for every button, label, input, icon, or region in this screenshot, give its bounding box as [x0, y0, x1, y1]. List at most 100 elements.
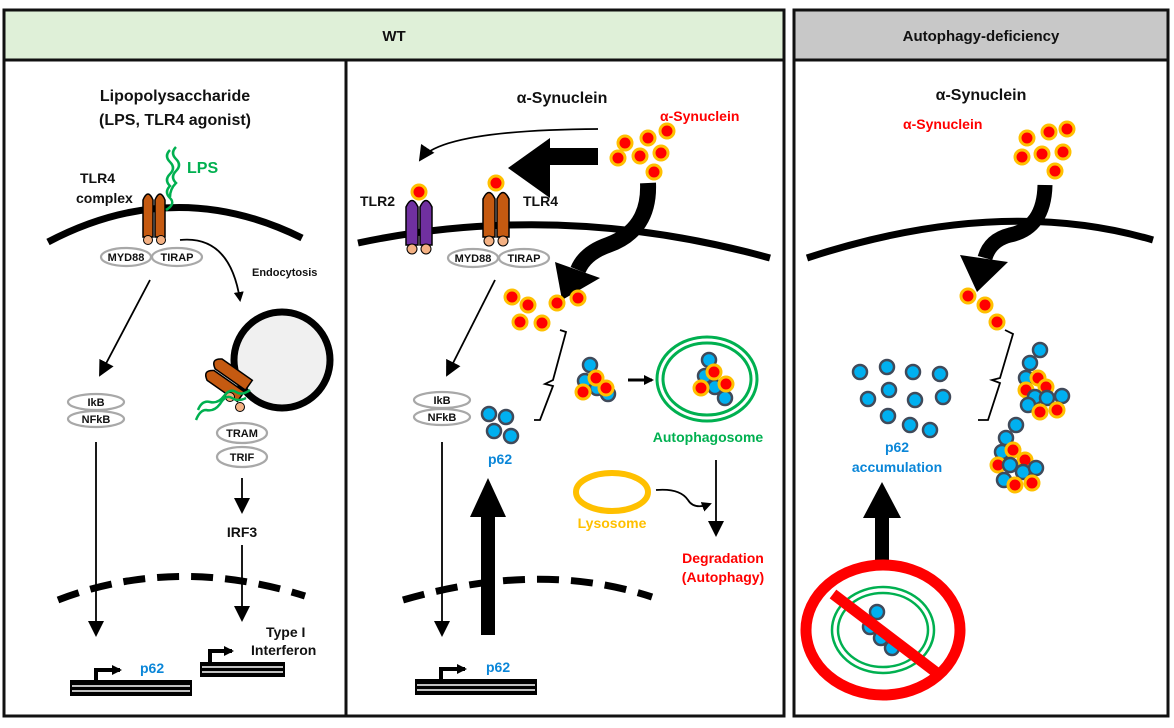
p62-particle: [1053, 387, 1071, 405]
p62-particle: [502, 427, 520, 445]
asyn-to-tlr4-arrow: [508, 138, 598, 198]
lps-molecule: [196, 388, 251, 411]
tlr4-receptor: [142, 193, 166, 245]
binding-bracket: [534, 329, 568, 421]
deficiency-header: Autophagy-deficiency: [792, 8, 1170, 62]
degradation-label-line1: Degradation: [682, 550, 764, 566]
lysosome-label: Lysosome: [578, 515, 647, 531]
p62-gene: [70, 665, 192, 696]
wt-header-label: WT: [382, 28, 405, 45]
synuclein-particle: [1018, 129, 1036, 147]
p62-particle: [868, 603, 886, 621]
tirap-oval: [497, 247, 551, 269]
deficiency-pathway: α-Synuclein α-Synuclein p62 accumulation: [800, 87, 1154, 701]
autophagosome-inner: [836, 591, 930, 669]
ikb-label: IkB: [433, 395, 450, 407]
synuclein-particle: [1040, 123, 1058, 141]
autophagosome: [655, 335, 759, 423]
synuclein-particle: [1031, 403, 1049, 421]
synuclein-cluster: [1013, 120, 1076, 180]
deficiency-header-label: Autophagy-deficiency: [903, 28, 1060, 45]
synuclein-particle: [587, 369, 605, 387]
lysosome-fusion-arrow: [655, 488, 712, 512]
synuclein-particle: [1046, 162, 1064, 180]
synuclein-particle: [487, 174, 505, 192]
myd88-label: MYD88: [108, 252, 145, 264]
asyn-pathway: α-Synuclein α-Synuclein TLR2 TLR4: [357, 90, 771, 695]
wt-header-box: [2, 8, 786, 62]
synuclein-particle: [609, 149, 627, 167]
degradation-label-line2: (Autophagy): [682, 569, 764, 585]
synuclein-particle: [1004, 441, 1022, 459]
interferon-label-line1: Type I: [266, 624, 305, 640]
synuclein-particle: [1054, 143, 1072, 161]
interferon-label-line2: Interferon: [251, 642, 316, 658]
p62-particle: [485, 422, 503, 440]
p62-particle: [1027, 459, 1045, 477]
p62-particle: [931, 365, 949, 383]
asyn-red-label: α-Synuclein: [660, 108, 739, 124]
p62-particle: [921, 421, 939, 439]
tlr4-label: TLR4: [523, 193, 558, 209]
signal-arrow: [99, 279, 151, 377]
irf3-label: IRF3: [227, 524, 258, 540]
p62-particle: [878, 358, 896, 376]
myd88-label: MYD88: [455, 253, 492, 265]
nucleus-membrane: [56, 572, 307, 604]
lps-molecule: [165, 149, 175, 212]
asyn-title: α-Synuclein: [517, 90, 608, 107]
p62-particle: [879, 407, 897, 425]
lysosome: [573, 470, 651, 514]
interferon-gene: [200, 646, 285, 677]
asyn-uptake-arrowhead: [960, 255, 1008, 292]
p62-particle: [904, 363, 922, 381]
tram-oval: [215, 421, 269, 445]
synuclein-particle: [705, 363, 723, 381]
lps-molecule: [194, 395, 247, 421]
p62-particle: [851, 363, 869, 381]
autophagosome-label: Autophagosome: [653, 429, 764, 445]
internalized-synuclein: [503, 288, 587, 332]
synuclein-particle: [631, 147, 649, 165]
endocytosis-label: Endocytosis: [252, 267, 317, 279]
synuclein-particle: [1023, 474, 1041, 492]
nfkb-label: NFkB: [82, 414, 111, 426]
p62-accumulation-line2: accumulation: [852, 459, 942, 475]
signal-arrow: [446, 279, 496, 377]
synuclein-particle: [519, 296, 537, 314]
endosome: [230, 308, 334, 412]
tlr4-label-line2: complex: [76, 190, 133, 206]
synuclein-particle: [1033, 145, 1051, 163]
internalized-tlr4: [205, 358, 254, 403]
p62-particle: [859, 390, 877, 408]
autophagosome: [830, 585, 936, 675]
p62-cluster: [480, 405, 520, 445]
p62-synuclein-complex: [574, 356, 617, 403]
nucleus-membrane: [402, 575, 654, 604]
deficiency-asyn-red-label: α-Synuclein: [903, 116, 982, 132]
internalized-synuclein: [959, 287, 1006, 331]
accumulation-arrow: [875, 515, 889, 560]
lps-pathway: Lipopolysaccharide (LPS, TLR4 agonist) L…: [46, 88, 334, 696]
cell-membrane: [805, 217, 1154, 262]
synuclein-particle: [645, 163, 663, 181]
endocytosis-arrow: [179, 238, 244, 302]
deficiency-title: α-Synuclein: [936, 87, 1027, 104]
p62-particle: [934, 388, 952, 406]
p62-particle: [901, 416, 919, 434]
accumulation-arrowhead: [863, 482, 901, 518]
synuclein-particle: [410, 183, 428, 201]
tirap-oval: [150, 246, 204, 268]
asyn-uptake-arrow: [570, 182, 657, 274]
p62-gene-label: p62: [486, 659, 510, 675]
synuclein-particle: [976, 296, 994, 314]
p62-upregulation-arrow: [481, 515, 495, 635]
p62-particle: [497, 408, 515, 426]
deficiency-panel: [792, 58, 1170, 718]
p62-label: p62: [488, 451, 512, 467]
p62-particle: [1038, 389, 1056, 407]
binding-bracket: [978, 329, 1015, 421]
p62-particle: [1007, 416, 1025, 434]
synuclein-particle: [503, 288, 521, 306]
